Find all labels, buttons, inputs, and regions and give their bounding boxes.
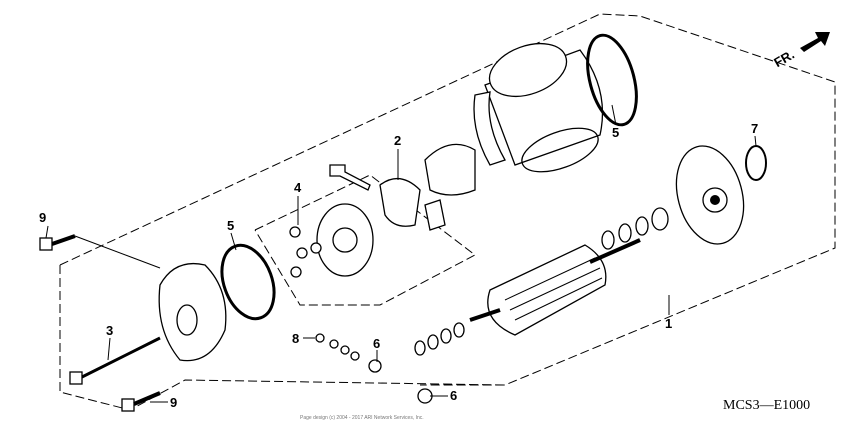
callout-5: 5 xyxy=(227,218,234,233)
front-cover xyxy=(158,262,227,362)
bolt-9-bottom xyxy=(121,391,161,412)
front-direction-arrow: FR. xyxy=(771,32,830,70)
callout-3: 3 xyxy=(106,323,113,338)
callout-2: 2 xyxy=(394,133,401,148)
rear-cover xyxy=(675,145,745,245)
bolt-9-top xyxy=(39,234,76,251)
direction-label: FR. xyxy=(771,47,797,70)
washers-left xyxy=(414,322,465,356)
brush xyxy=(424,199,446,231)
brush-terminal xyxy=(379,178,421,227)
diagram-code: MCS3—E1000 xyxy=(723,398,810,413)
terminal-bolt xyxy=(329,164,371,191)
callout-1: 1 xyxy=(665,316,672,331)
callout-7: 7 xyxy=(751,121,758,136)
callout-5: 5 xyxy=(612,125,619,140)
callout-6: 6 xyxy=(450,388,457,403)
leader-lines xyxy=(45,104,757,403)
terminal-nuts xyxy=(315,333,433,404)
brush-cover xyxy=(424,143,476,196)
seal-7 xyxy=(745,145,767,181)
callout-6: 6 xyxy=(373,336,380,351)
callout-4: 4 xyxy=(294,180,302,195)
washers-right xyxy=(601,207,669,250)
brush-holder xyxy=(289,203,374,278)
copyright-text: Page design (c) 2004 - 2017 ARI Network … xyxy=(300,415,424,421)
callout-9: 9 xyxy=(170,395,177,410)
brush-holder-outline xyxy=(254,174,476,306)
callout-9: 9 xyxy=(39,210,46,225)
assembly-outline-left xyxy=(59,265,506,411)
long-bolt-3 xyxy=(69,336,161,385)
armature xyxy=(469,238,641,336)
o-ring-top xyxy=(586,33,638,127)
callout-8: 8 xyxy=(292,331,299,346)
yoke-case xyxy=(473,42,604,173)
